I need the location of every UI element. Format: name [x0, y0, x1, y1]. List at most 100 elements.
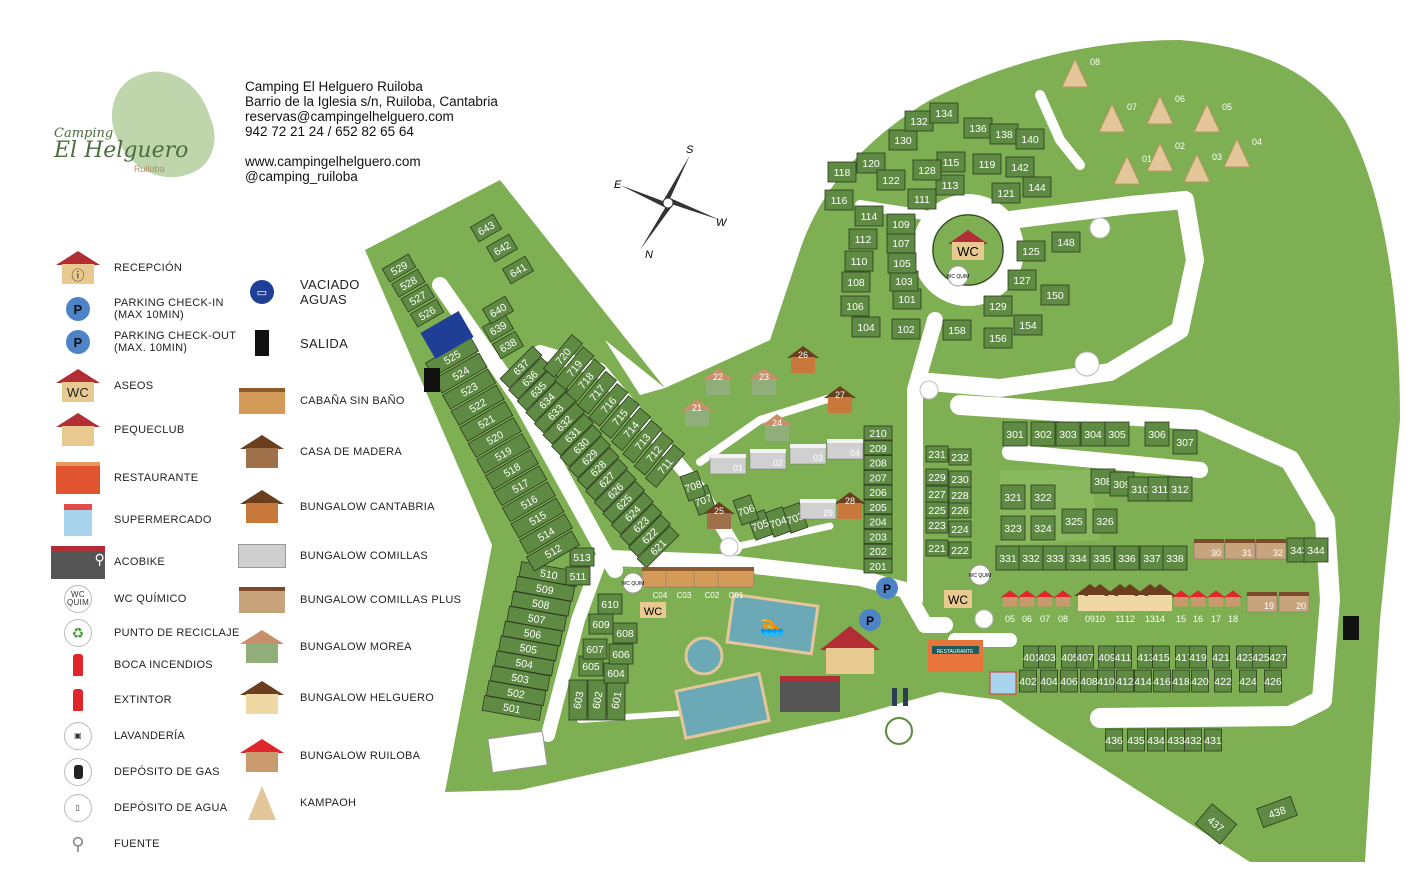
pitch-409[interactable]: 409 — [1098, 645, 1116, 669]
bungalow-ruiloba-17[interactable]: 17 — [1206, 590, 1226, 624]
pitch-605[interactable]: 605 — [578, 655, 604, 677]
pitch-423[interactable]: 423 — [1236, 645, 1254, 669]
pitch-104[interactable]: 104 — [851, 316, 881, 338]
pitch-609[interactable]: 609 — [588, 613, 614, 635]
bungalow-cantabria-28[interactable]: 28 — [834, 492, 866, 519]
pitch-621[interactable]: 621 — [636, 525, 680, 569]
pitch-601[interactable]: 601 — [606, 679, 626, 721]
pitch-426[interactable]: 426 — [1264, 669, 1282, 693]
pitch-120[interactable]: 120 — [856, 152, 886, 174]
pitch-411[interactable]: 411 — [1114, 645, 1132, 669]
bungalow-comillas-03[interactable]: 03 — [789, 444, 827, 465]
bungalow-morea-22[interactable]: 22 — [702, 368, 734, 395]
bungalow-comillas-plus-30[interactable]: 30 — [1193, 539, 1225, 560]
pitch-404[interactable]: 404 — [1040, 669, 1058, 693]
pitch-158[interactable]: 158 — [942, 319, 972, 341]
parking-checkout[interactable] — [859, 609, 881, 631]
pitch-523[interactable]: 523 — [442, 368, 497, 410]
pitch-413[interactable]: 413 — [1137, 645, 1155, 669]
pitch-626[interactable]: 626 — [593, 469, 637, 513]
pitch-201[interactable]: 201 — [863, 558, 893, 574]
bungalow-comillas-02[interactable]: 02 — [749, 449, 787, 470]
bungalow-helguero-14[interactable]: 14 — [1144, 584, 1176, 624]
pitch-427[interactable]: 427 — [1269, 645, 1287, 669]
bungalow-comillas-01[interactable]: 01 — [709, 454, 747, 475]
pitch-125[interactable]: 125 — [1016, 240, 1046, 262]
pitch-114[interactable]: 114 — [854, 205, 884, 227]
pitch-301[interactable]: 301 — [1002, 421, 1028, 447]
pitch-305[interactable]: 305 — [1104, 421, 1130, 447]
pitch-416[interactable]: 416 — [1153, 669, 1171, 693]
bungalow-morea-21[interactable]: 21 — [681, 399, 713, 426]
pitch-325[interactable]: 325 — [1061, 508, 1087, 534]
pitch-640[interactable]: 640 — [481, 295, 515, 325]
pitch-335[interactable]: 335 — [1089, 545, 1115, 571]
pitch-326[interactable]: 326 — [1092, 508, 1118, 534]
pitch-432[interactable]: 432 — [1184, 728, 1202, 752]
pitch-109[interactable]: 109 — [886, 213, 916, 235]
pitch-503[interactable]: 503 — [489, 665, 551, 692]
kampaoh-tent-05[interactable]: 05 — [1193, 102, 1232, 133]
pitch-529[interactable]: 529 — [381, 253, 417, 283]
pitch-154[interactable]: 154 — [1013, 314, 1043, 336]
kampaoh-tent-04[interactable]: 04 — [1223, 137, 1262, 168]
bungalow-comillas-plus-31[interactable]: 31 — [1224, 539, 1256, 560]
pitch-518[interactable]: 518 — [484, 449, 539, 491]
pitch-101[interactable]: 101 — [892, 288, 922, 310]
pitch-306[interactable]: 306 — [1144, 421, 1170, 447]
pitch-410[interactable]: 410 — [1097, 669, 1115, 693]
pitch-116[interactable]: 116 — [824, 189, 854, 211]
bungalow-cantabria-27[interactable]: 27 — [824, 386, 856, 413]
bungalow-comillas-04[interactable]: 04 — [826, 439, 864, 460]
pitch-514[interactable]: 514 — [518, 513, 574, 555]
pitch-227[interactable]: 227 — [925, 485, 949, 503]
pitch-202[interactable]: 202 — [863, 543, 893, 559]
pitch-424[interactable]: 424 — [1239, 669, 1257, 693]
pitch-203[interactable]: 203 — [863, 529, 893, 544]
pitch-431[interactable]: 431 — [1204, 728, 1222, 752]
pitch-222[interactable]: 222 — [948, 541, 972, 559]
pitch-332[interactable]: 332 — [1018, 545, 1044, 571]
pitch-150[interactable]: 150 — [1040, 284, 1070, 306]
bungalow-ruiloba-18[interactable]: 18 — [1223, 590, 1243, 624]
pitch-704[interactable]: 704 — [764, 506, 792, 538]
bungalow-ruiloba-07[interactable]: 07 — [1035, 590, 1055, 624]
pitch-229[interactable]: 229 — [925, 468, 949, 486]
pitch-502[interactable]: 502 — [485, 680, 547, 706]
pitch-412[interactable]: 412 — [1116, 669, 1134, 693]
pitch-138[interactable]: 138 — [989, 123, 1019, 145]
pitch-522[interactable]: 522 — [450, 384, 505, 426]
pitch-223[interactable]: 223 — [925, 516, 949, 534]
pitch-331[interactable]: 331 — [995, 545, 1021, 571]
pitch-643[interactable]: 643 — [469, 213, 503, 243]
kampaoh-tent-08[interactable]: 08 — [1061, 57, 1100, 88]
pitch-321[interactable]: 321 — [1000, 484, 1026, 510]
pitch-230[interactable]: 230 — [948, 470, 972, 488]
pitch-119[interactable]: 119 — [972, 153, 1002, 175]
bungalow-cantabria-26[interactable]: 26 — [787, 346, 819, 373]
kampaoh-tent-07[interactable]: 07 — [1098, 102, 1137, 133]
pitch-608[interactable]: 608 — [612, 622, 638, 644]
pitch-210[interactable]: 210 — [863, 425, 893, 441]
pitch-641[interactable]: 641 — [501, 255, 535, 285]
bungalow-ruiloba-06[interactable]: 06 — [1017, 590, 1037, 624]
pitch-221[interactable]: 221 — [925, 539, 949, 557]
pitch-333[interactable]: 333 — [1042, 545, 1068, 571]
pitch-425[interactable]: 425 — [1252, 645, 1270, 669]
bungalow-ruiloba-08[interactable]: 08 — [1053, 590, 1073, 624]
pitch-142[interactable]: 142 — [1005, 156, 1035, 178]
pitch-511[interactable]: 511 — [565, 566, 591, 586]
bungalow-comillas-plus-19[interactable]: 19 — [1246, 592, 1278, 613]
bungalow-comillas-29[interactable]: 29 — [799, 499, 837, 520]
parking-checkin[interactable] — [876, 577, 898, 599]
casa-madera-25[interactable]: 25 — [703, 502, 735, 529]
pitch-102[interactable]: 102 — [891, 318, 921, 340]
kampaoh-tent-03[interactable]: 03 — [1183, 152, 1222, 183]
pitch-603[interactable]: 603 — [568, 679, 588, 721]
pitch-208[interactable]: 208 — [863, 455, 893, 470]
pitch-435[interactable]: 435 — [1127, 728, 1145, 752]
pitch-407[interactable]: 407 — [1076, 645, 1094, 669]
pitch-528[interactable]: 528 — [391, 268, 426, 298]
pitch-103[interactable]: 103 — [889, 270, 919, 292]
pitch-406[interactable]: 406 — [1060, 669, 1078, 693]
